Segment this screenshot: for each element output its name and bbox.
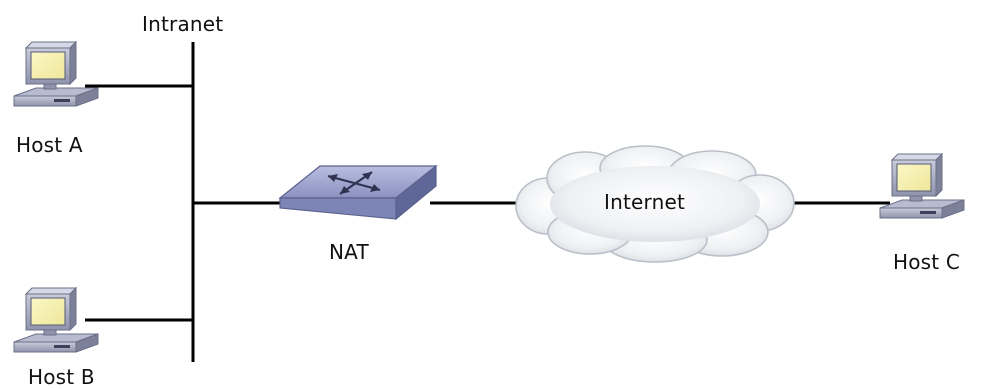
host-c-computer-icon — [879, 153, 965, 219]
internet-cloud-icon — [515, 145, 795, 263]
host-a-computer-icon — [13, 41, 99, 107]
host-b-label: Host B — [28, 365, 95, 389]
host-c-label: Host C — [893, 250, 961, 274]
nat-label: NAT — [329, 240, 369, 264]
intranet-label: Intranet — [142, 12, 224, 36]
host-a-label: Host A — [16, 133, 83, 157]
internet-label: Internet — [604, 190, 686, 214]
nat-router-icon — [278, 164, 438, 221]
